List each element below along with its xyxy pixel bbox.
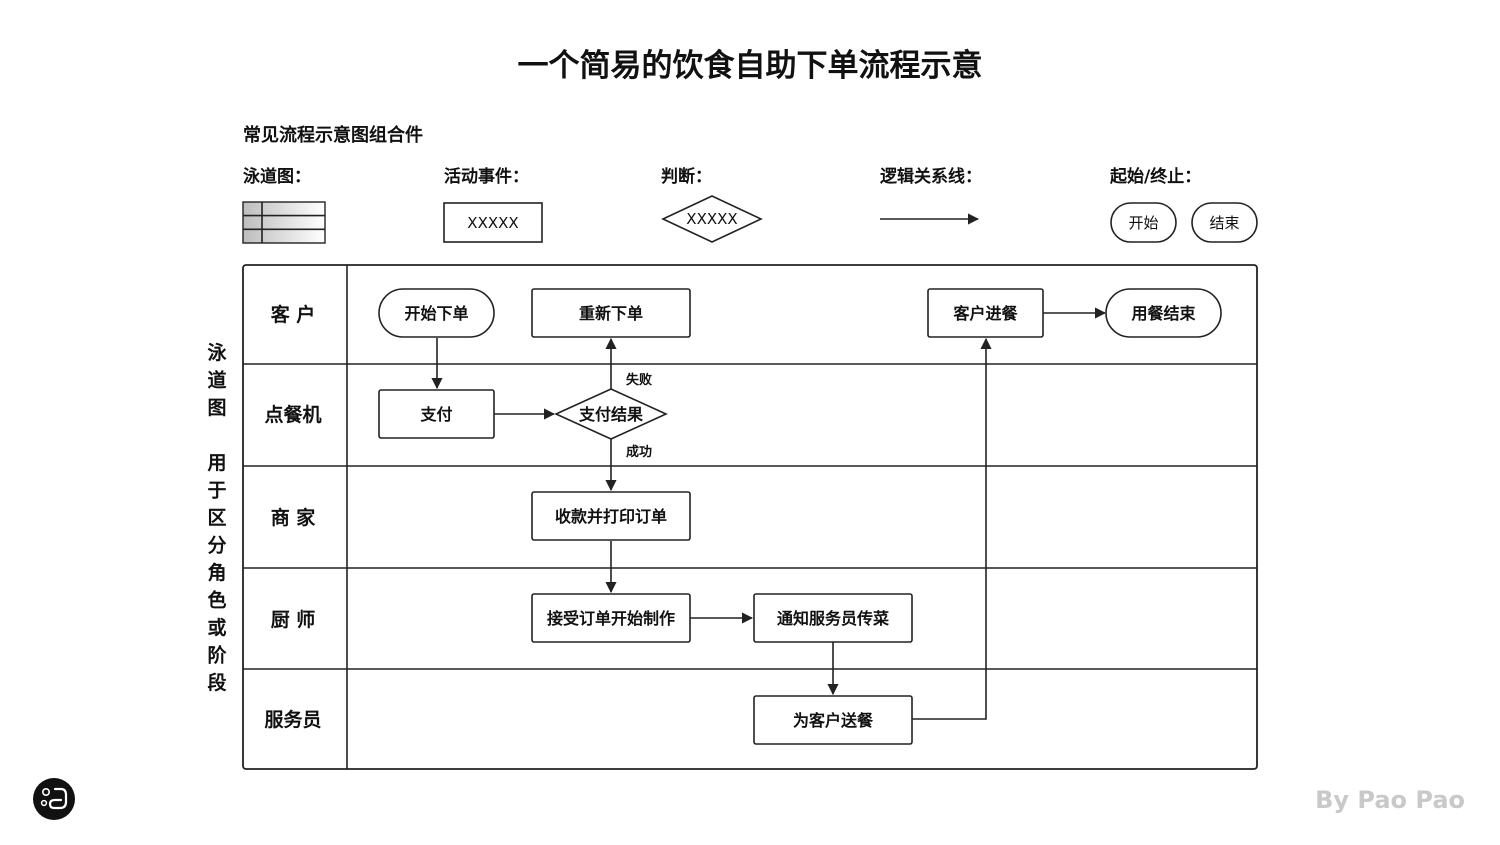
side-note-char: 阶: [207, 644, 227, 667]
lane-label-customer: 客 户: [271, 303, 316, 326]
start-sample-text: 开始: [1128, 214, 1158, 232]
side-note-char: 于: [207, 480, 226, 502]
node-pay-result-text: 支付结果: [578, 405, 643, 424]
side-note-char: 色: [207, 589, 226, 612]
node-customer-eat-text: 客户进餐: [953, 304, 1018, 323]
page-title: 一个简易的饮食自助下单流程示意: [518, 48, 983, 84]
node-notify-waiter-text: 通知服务员传菜: [777, 609, 889, 628]
credit-text: By Pao Pao: [1315, 786, 1465, 814]
legend-arrow-label: 逻辑关系线：: [880, 166, 982, 187]
side-note-char: 角: [207, 561, 226, 584]
node-meal-end-text: 用餐结束: [1131, 304, 1196, 323]
lane-label-chef: 厨 师: [271, 609, 316, 631]
swimlane-sample-icon: [242, 201, 326, 244]
lane-label-merchant: 商 家: [271, 506, 317, 529]
node-accept-cook-text: 接受订单开始制作: [547, 609, 675, 628]
side-note-char: 段: [207, 671, 227, 694]
edge-serve-to-eat: [912, 337, 992, 720]
side-note-char: 分: [207, 535, 226, 557]
node-collect-print-text: 收款并打印订单: [555, 507, 667, 526]
node-reorder: 重新下单: [531, 288, 691, 338]
node-pay-text: 支付: [419, 405, 452, 424]
lane-label-waiter: 服务员: [264, 708, 321, 731]
node-meal-end: 用餐结束: [1105, 288, 1222, 338]
side-note-char: 泳: [207, 341, 227, 364]
swimlane-frame: [242, 264, 1258, 770]
legend: 常见流程示意图组合件 泳道图： 活动事件： XXXXX 判断： XXXXX 逻辑…: [242, 124, 1258, 244]
end-sample-pill: [1191, 202, 1258, 243]
side-note-char: 区: [207, 507, 226, 529]
node-pay-result: 支付结果: [554, 388, 668, 440]
side-note-char: 用: [207, 452, 226, 474]
node-collect-print: 收款并打印订单: [531, 491, 691, 541]
activity-sample-text: XXXXX: [467, 214, 518, 232]
lane-label-kiosk: 点餐机: [264, 403, 321, 426]
legend-terminal-label: 起始/终止：: [1109, 166, 1201, 187]
start-sample-pill: [1110, 202, 1177, 243]
edge-label-success: 成功: [626, 444, 652, 460]
edge-label-fail: 失败: [626, 372, 652, 388]
node-reorder-text: 重新下单: [579, 304, 643, 323]
node-start-order: 开始下单: [378, 288, 495, 338]
decision-sample-text: XXXXX: [686, 210, 737, 228]
node-serve: 为客户送餐: [753, 695, 913, 745]
legend-decision-label: 判断：: [661, 166, 712, 187]
node-pay: 支付: [378, 389, 495, 439]
connectors: [431, 307, 1107, 720]
side-note: 泳 道 图 用 于 区 分 角 色 或 阶 段: [207, 341, 227, 694]
side-note-char: 图: [207, 397, 226, 419]
node-start-order-text: 开始下单: [404, 304, 468, 323]
node-customer-eat: 客户进餐: [927, 288, 1044, 338]
side-note-char: 道: [207, 369, 226, 392]
node-notify-waiter: 通知服务员传菜: [753, 593, 913, 643]
legend-heading: 常见流程示意图组合件: [243, 124, 423, 146]
paopao-logo-icon: [33, 778, 75, 820]
side-note-char: 或: [207, 616, 226, 639]
end-sample-text: 结束: [1209, 214, 1239, 232]
legend-swimlane-label: 泳道图：: [243, 166, 311, 187]
decision-sample-diamond: [661, 195, 763, 243]
legend-activity-label: 活动事件：: [444, 166, 529, 187]
node-serve-text: 为客户送餐: [793, 711, 874, 730]
activity-sample-box: [443, 202, 543, 243]
node-accept-cook: 接受订单开始制作: [531, 593, 691, 643]
